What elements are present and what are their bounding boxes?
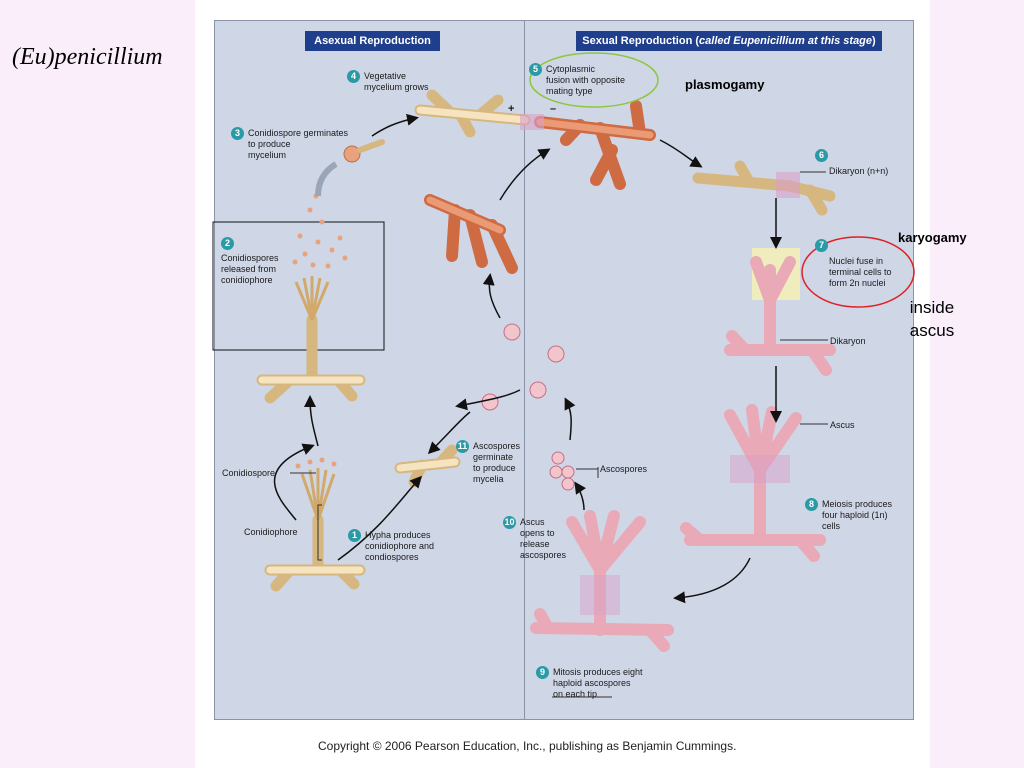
conidiospores-cluster: [292, 193, 348, 469]
germinating-spore: [343, 145, 361, 163]
minus-mating-type: –: [550, 103, 557, 115]
section-divider: [524, 20, 525, 720]
karyogamy-highlight: [801, 236, 915, 308]
plus-mating-type: +: [508, 103, 515, 115]
dikaryon-hyphae-6: [692, 160, 836, 216]
ascus-label: Ascus: [830, 420, 855, 430]
ascospores-label: Ascospores: [600, 464, 648, 474]
plasmogamy-highlight: [529, 52, 659, 108]
sexual-header: Sexual Reproduction (called Eupenicilliu…: [576, 31, 882, 51]
conidiophore-fan: [294, 276, 336, 521]
asexual-header: Asexual Reproduction: [305, 31, 440, 51]
karyogamy-annotation: karyogamy: [898, 230, 967, 245]
asexual-hyphae: [256, 89, 531, 592]
ascospores-released: [481, 323, 575, 491]
step2-frame: [212, 221, 385, 351]
slide-title: (Eu)penicillium: [12, 44, 163, 70]
conidiospore-label: Conidiospore: [222, 468, 276, 478]
open-asci: [530, 510, 674, 652]
copyright-notice: Copyright © 2006 Pearson Education, Inc.…: [318, 739, 737, 753]
plasmogamy-annotation: plasmogamy: [685, 77, 765, 92]
dikaryon-label: Dikaryon: [830, 336, 866, 346]
cycle-arrows: [273, 113, 782, 604]
fusion-zone: [520, 114, 544, 130]
young-asci: [724, 256, 836, 376]
conidiophore-label: Conidiophore: [244, 527, 298, 537]
spore-motion-arrow: [315, 161, 338, 197]
